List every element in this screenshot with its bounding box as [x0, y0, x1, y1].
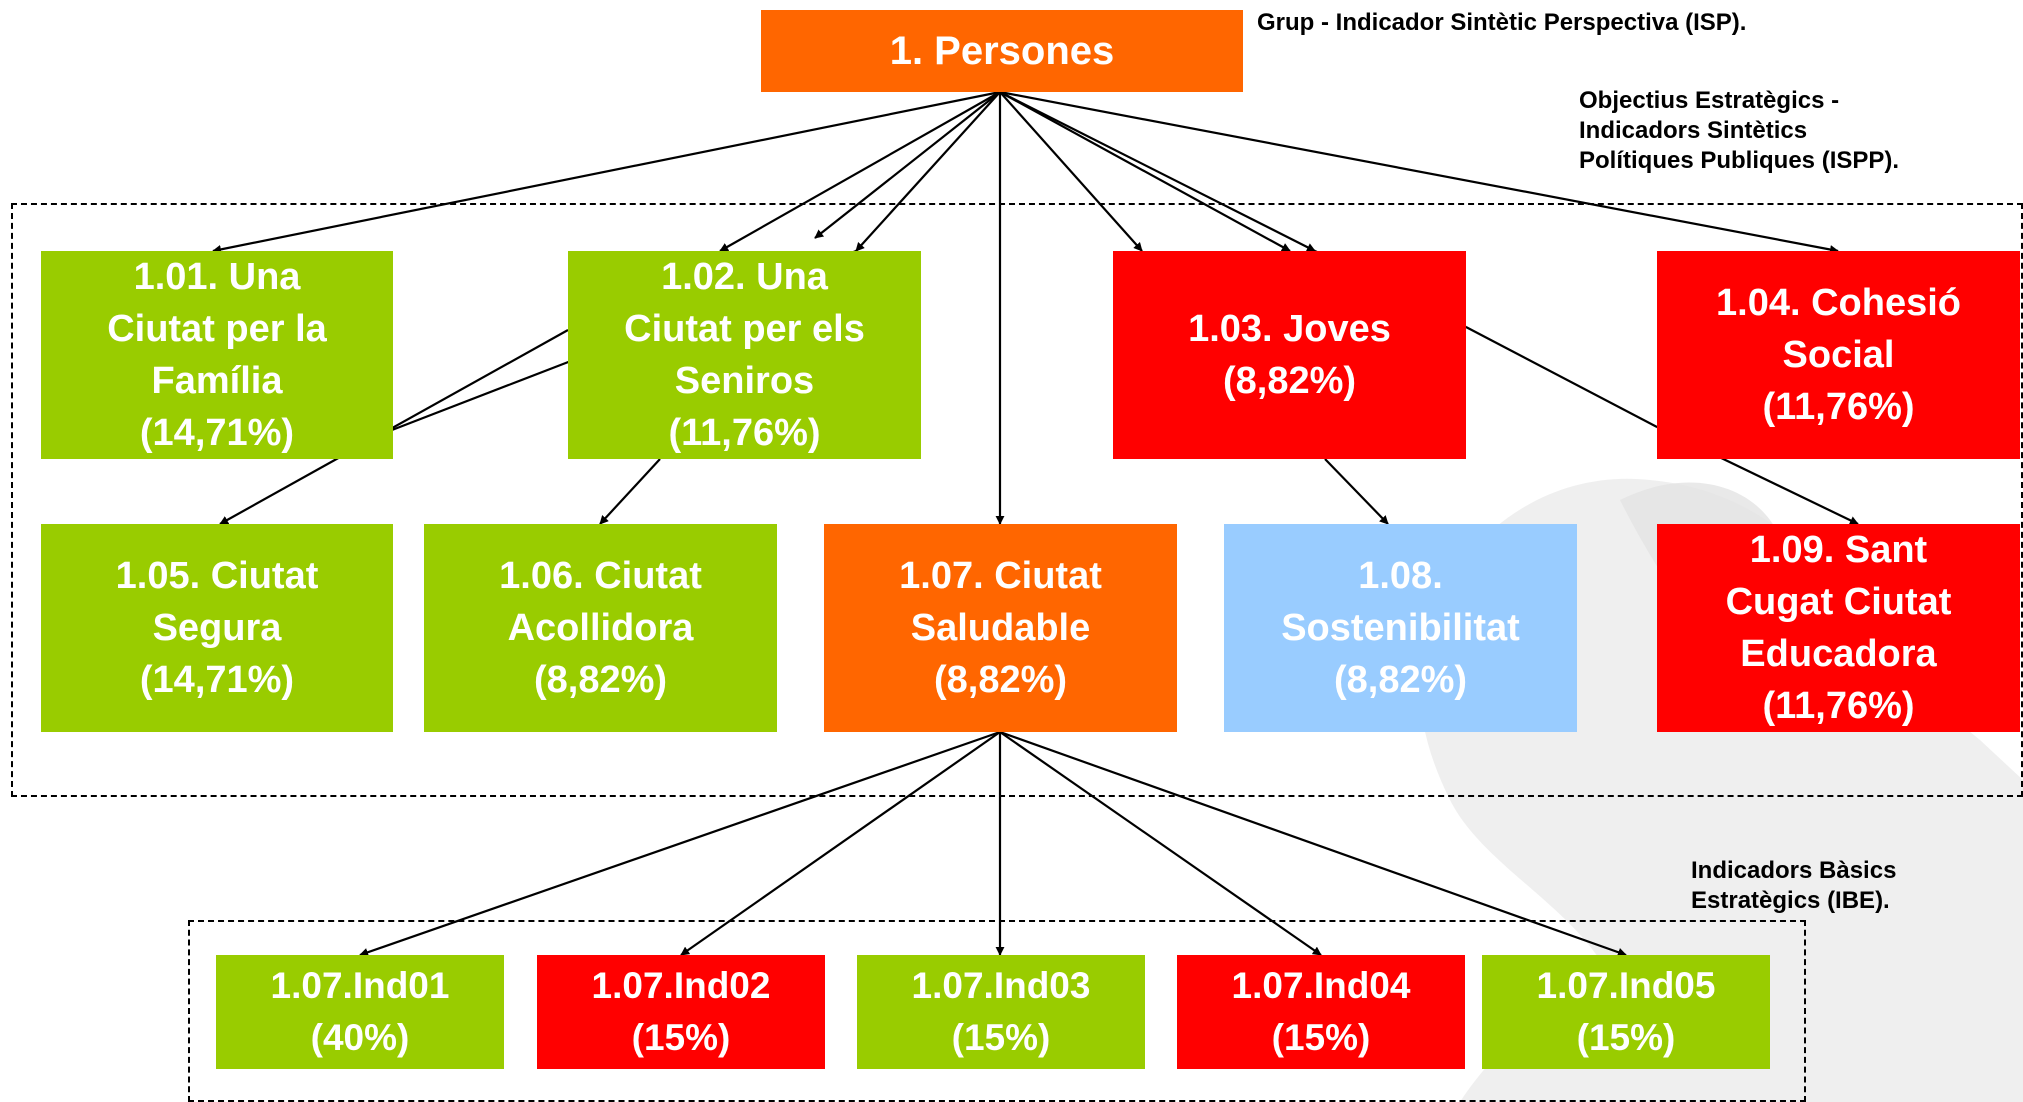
connector-1-07-to-ind01	[359, 730, 1001, 957]
root-node-persones: 1. Persones	[761, 10, 1243, 92]
connector-1-07-to-ind02	[680, 731, 1001, 956]
connector-root-to-1-03	[999, 91, 1291, 252]
connector-root-to-1-02-a	[719, 91, 1001, 252]
connector-root-to-1-04	[999, 90, 1839, 254]
indicator-node-ind04: 1.07.Ind04(15%)	[1177, 955, 1465, 1069]
connector-root-to-1-03-pass-b	[999, 91, 1316, 252]
connector-1-02-to-1-06	[599, 458, 661, 525]
connector-1-07-to-ind05	[999, 730, 1627, 957]
ispp-annotation: Objectius Estratègics - Indicadors Sintè…	[1579, 87, 1900, 174]
objective-node-1-08: 1.08.Sostenibilitat(8,82%)	[1224, 524, 1577, 732]
indicator-node-ind01: 1.07.Ind01(40%)	[216, 955, 504, 1069]
connector-root-to-1-02-b	[814, 91, 1001, 239]
connector-root-to-1-05	[219, 329, 569, 525]
connector-1-07-to-ind04	[999, 731, 1322, 956]
ibe-annotation: Indicadors Bàsics Estratègics (IBE).	[1691, 857, 1897, 914]
connector-1-04-root-seg	[1465, 326, 1658, 428]
objective-node-1-03: 1.03. Joves(8,82%)	[1113, 251, 1466, 459]
indicator-node-ind02: 1.07.Ind02(15%)	[537, 955, 825, 1069]
ibe-group-frame	[188, 920, 1806, 1102]
ispp-group-frame	[11, 203, 2023, 797]
connector-root-to-1-02-c	[855, 91, 1001, 252]
isp-annotation: Grup - Indicador Sintètic Perspectiva (I…	[1257, 9, 1747, 36]
indicator-node-ind05: 1.07.Ind05(15%)	[1482, 955, 1770, 1069]
connector-1-03-to-1-08	[1324, 458, 1389, 525]
connector-root-to-1-01	[212, 90, 1001, 254]
indicator-node-ind03: 1.07.Ind03(15%)	[857, 955, 1145, 1069]
connector-root-to-1-03-pass	[999, 91, 1143, 252]
